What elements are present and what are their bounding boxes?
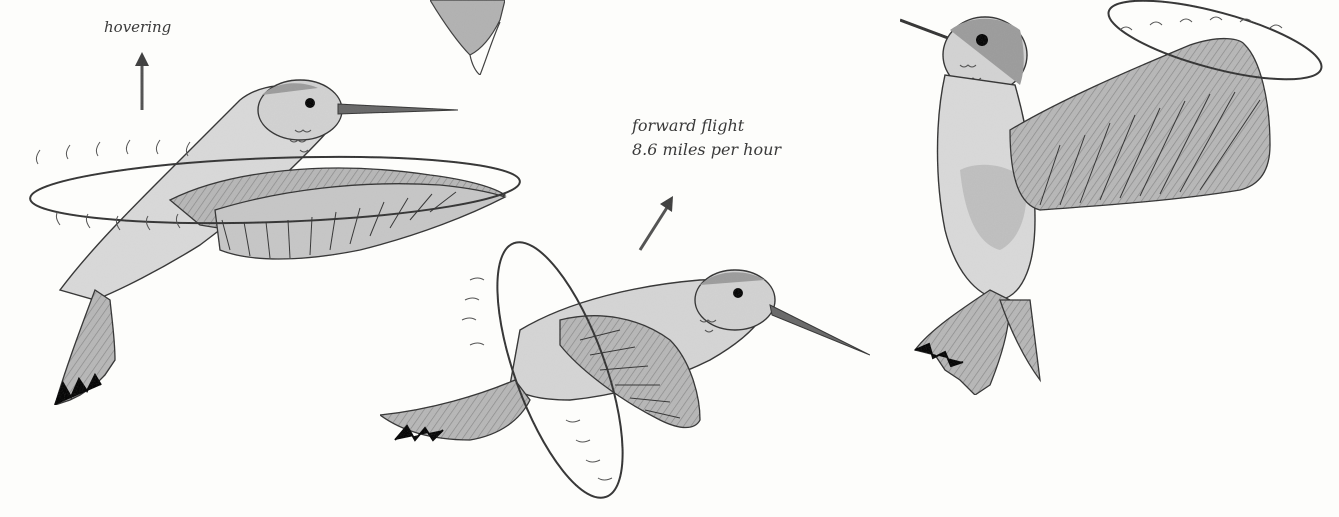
forward-flight-label: forward flight 8.6 miles per hour — [632, 114, 781, 162]
forward-flight-speed: 8.6 miles per hour — [632, 138, 781, 162]
partial-bird-top — [430, 0, 505, 75]
forward-flight-title: forward flight — [632, 114, 781, 138]
hovering-hummingbird — [29, 52, 521, 405]
hovering-label: hovering — [104, 18, 171, 36]
forward-flight-hummingbird — [380, 196, 870, 512]
right-hummingbird — [900, 0, 1328, 395]
